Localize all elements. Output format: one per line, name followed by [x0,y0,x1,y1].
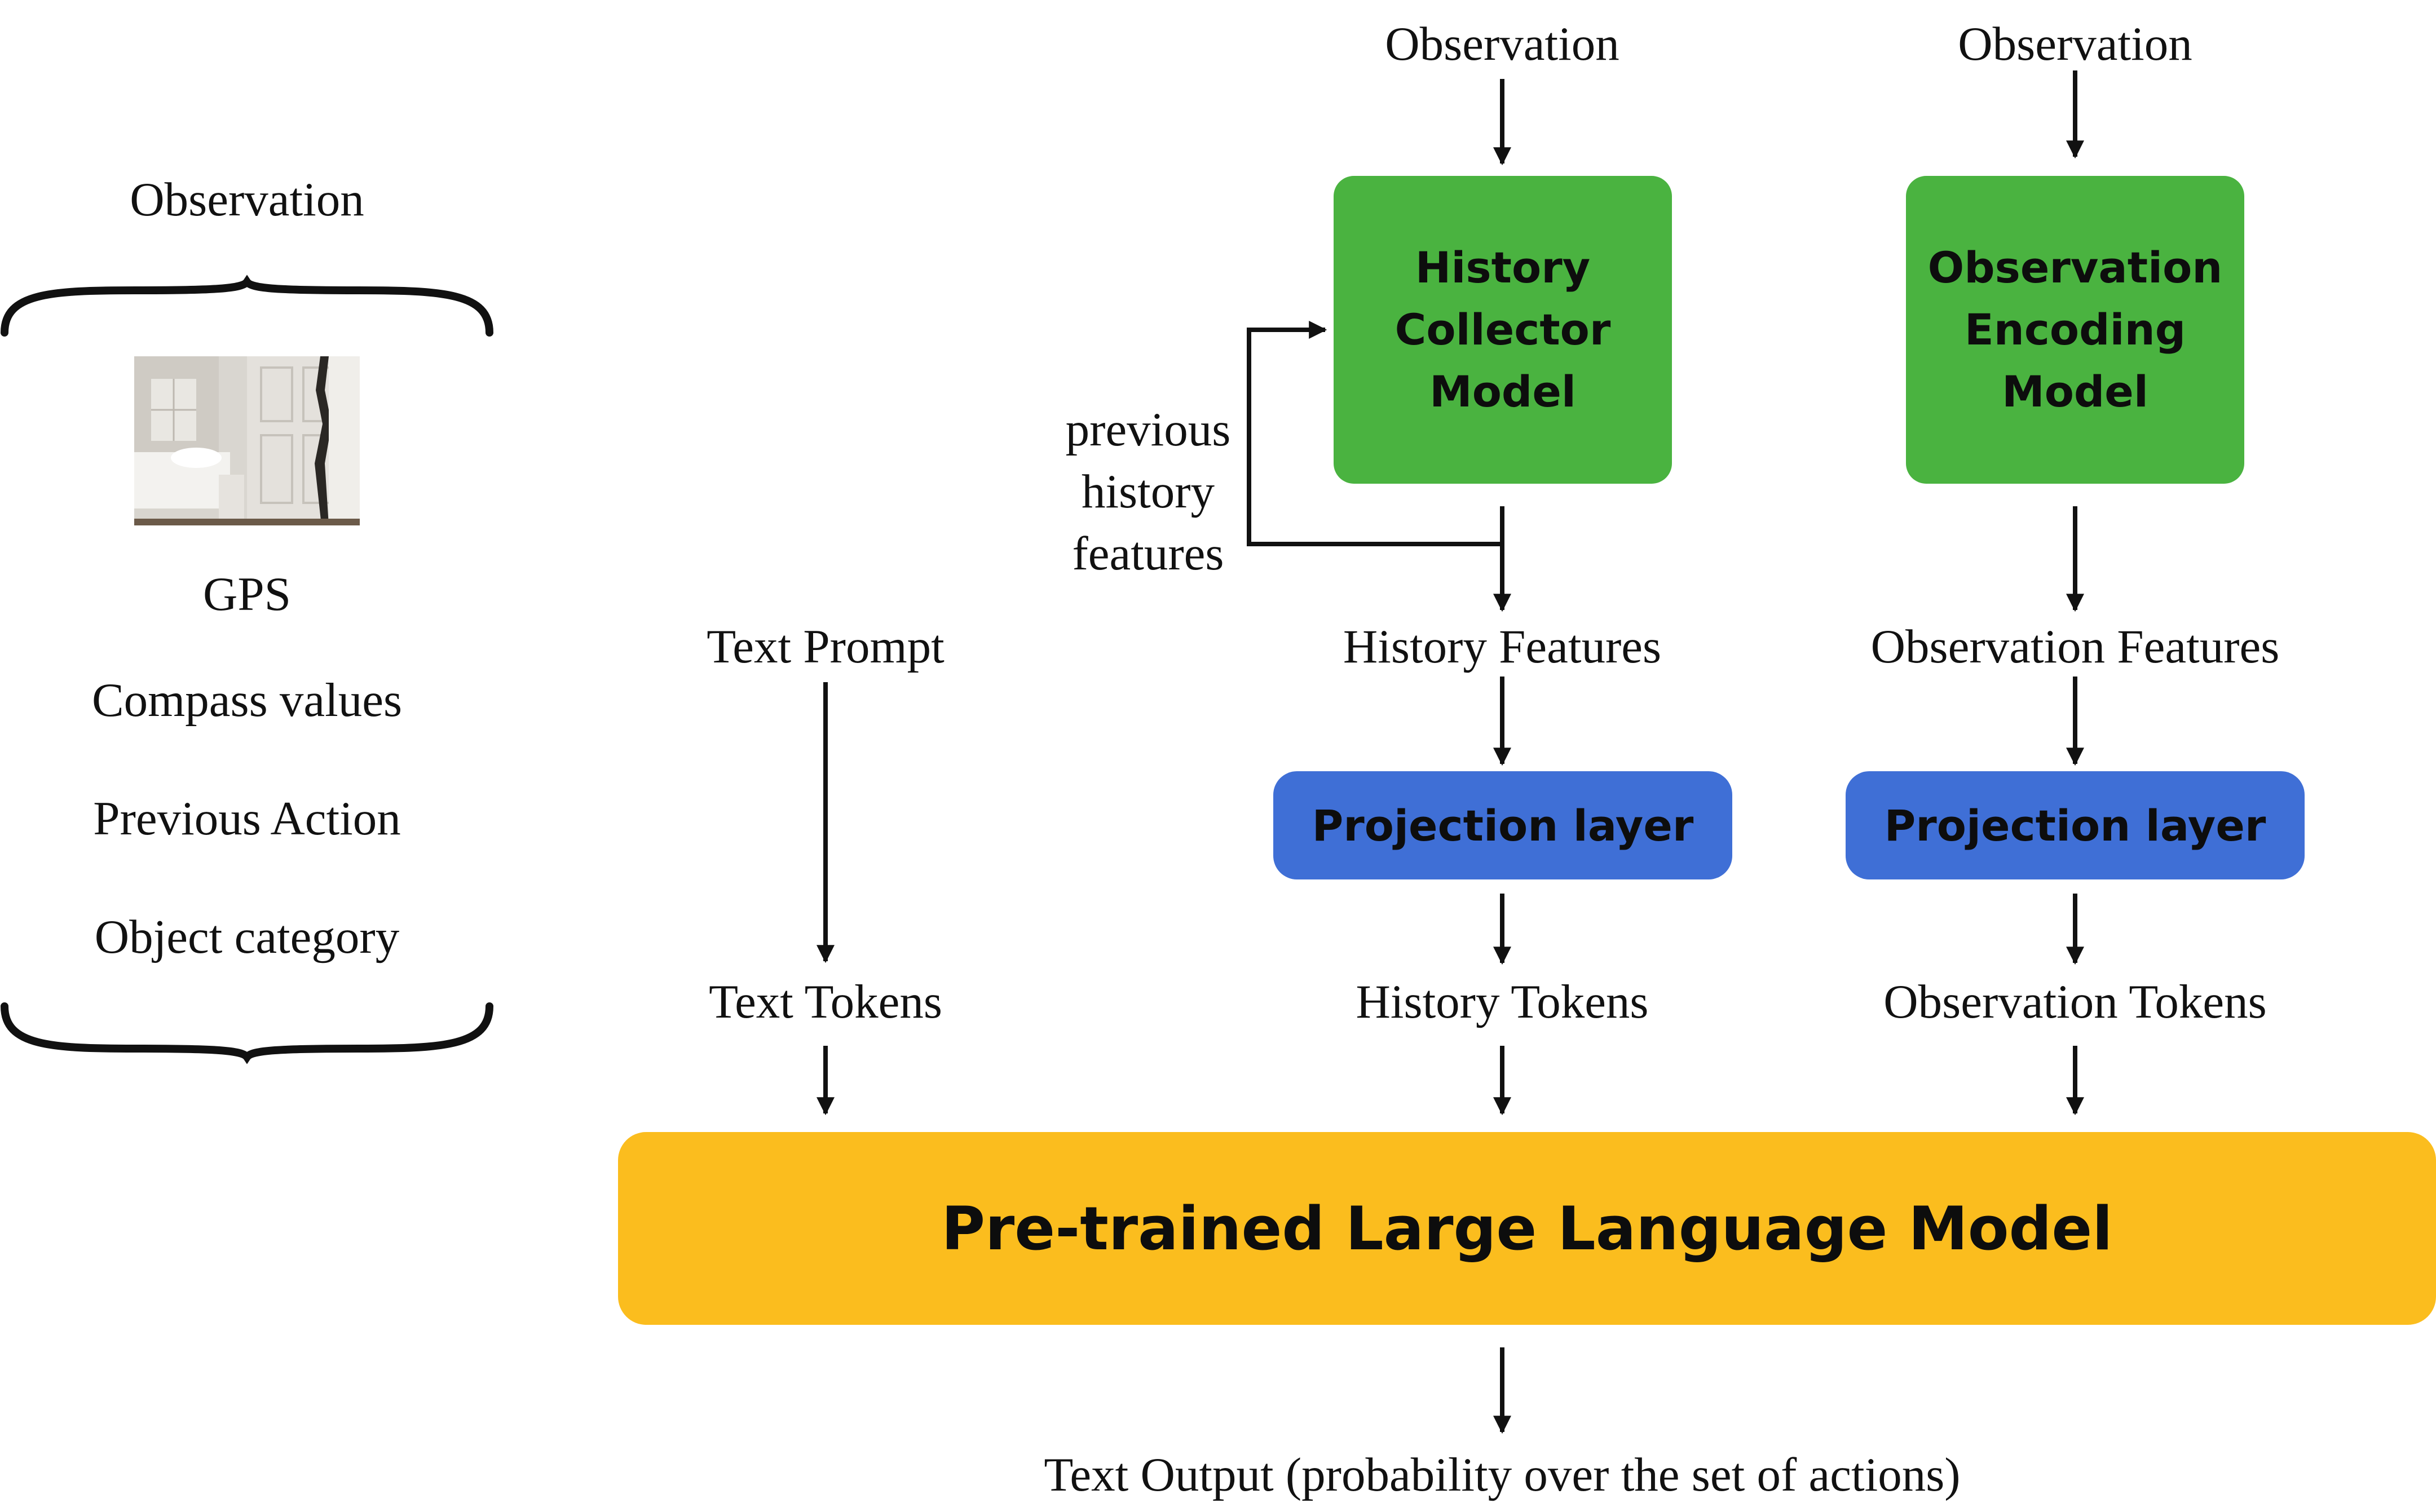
left-item-gps: GPS [203,568,291,621]
observation-features-label: Observation Features [1870,620,2280,673]
feedback-loop-arrow [1247,321,1502,546]
history-collector-model-box: History Collector Model [1334,176,1672,484]
observation-projection-layer-box: Projection layer [1846,771,2305,879]
top-brace [1,275,493,337]
left-observation-title: Observation [130,173,364,226]
bottom-brace [1,1002,493,1064]
feedback-label-line-2: history [1081,465,1215,518]
left-item-previous-action: Previous Action [93,792,401,845]
history-observation-label: Observation [1385,17,1619,70]
text-output-label: Text Output (probability over the set of… [1044,1448,1961,1501]
observation-room-photo [134,356,360,525]
observation-encoding-model-box: Observation Encoding Model [1906,176,2244,484]
text-prompt-label: Text Prompt [707,620,945,673]
history-tokens-label: History Tokens [1356,975,1649,1028]
observation-tokens-label: Observation Tokens [1883,975,2267,1028]
history-features-label: History Features [1343,620,1662,673]
history-projection-layer-box: Projection layer [1273,771,1732,879]
feedback-label-line-1: previous [1065,403,1231,456]
pretrained-llm-box: Pre-trained Large Language Model [618,1132,2436,1325]
left-item-compass: Compass values [91,674,403,727]
text-tokens-label: Text Tokens [709,975,942,1028]
feedback-label-line-3: features [1072,527,1224,580]
left-item-object-category: Object category [94,910,400,963]
encoder-observation-label: Observation [1958,17,2192,70]
